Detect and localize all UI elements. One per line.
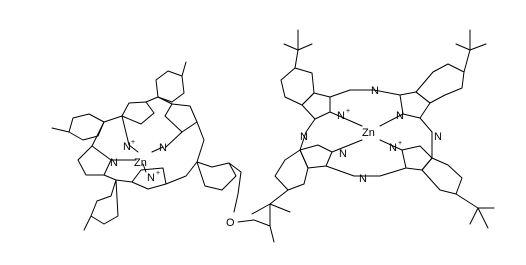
pc-n-zn-3 xyxy=(331,139,363,153)
n-label-pc-bottom: N xyxy=(359,173,367,185)
tbu-top-right xyxy=(463,49,471,73)
o-ch2-bridge xyxy=(253,219,275,243)
n-bond-a xyxy=(121,115,130,146)
zn-label-left: Zn xyxy=(134,157,147,169)
n-label-left-2: N xyxy=(159,142,167,154)
n-zn-bond-2 xyxy=(151,146,164,153)
n-plus-pc-inner-1: + xyxy=(346,108,350,115)
benzo-ring-bottom-right xyxy=(421,157,463,195)
ch2-o-linker xyxy=(228,162,242,213)
benzo-ring-bottom-left xyxy=(274,149,309,191)
n-label-pc-top: N xyxy=(371,85,379,97)
n-bond-b xyxy=(165,131,183,148)
n-plus-pc-inner-4: + xyxy=(398,140,402,147)
meso-bridge-bottom-left xyxy=(103,174,133,183)
n-label-pc-inner-4: N xyxy=(389,142,397,154)
n-label-pc-inner-2: N xyxy=(396,110,404,122)
pc-n-zn-1 xyxy=(329,111,363,127)
zn-label-right: Zn xyxy=(362,127,375,139)
n-label-pc-inner-3: N xyxy=(339,148,347,160)
tbu-top-left xyxy=(294,49,299,69)
tolyl-ring-left xyxy=(68,113,105,141)
isoindole-bottom-left xyxy=(299,144,333,169)
aza-bridge-right xyxy=(419,117,433,159)
pyrrole-ring-right xyxy=(164,103,198,133)
methyl-top xyxy=(181,61,187,77)
n-label-pc-right: N xyxy=(434,131,442,143)
tbu-bottom-right xyxy=(455,193,479,209)
isoindole-top-right xyxy=(399,91,431,119)
pyrrole-ring-top xyxy=(121,101,155,125)
aza-bridge-left xyxy=(299,118,316,151)
tbu-top-right-branches xyxy=(455,43,487,51)
cme2-methyls xyxy=(251,203,291,215)
porphyrin-fragment: Zn N + N N N + xyxy=(51,61,242,231)
n-label-pc-inner-1: N xyxy=(337,110,345,122)
isoindole-top-left xyxy=(301,92,331,120)
n-plus-left-1: + xyxy=(131,139,135,146)
pyrrole-ring-left xyxy=(77,145,112,176)
n-label-pc-left: N xyxy=(300,131,308,143)
n-zn-bond-3 xyxy=(142,163,147,173)
benzo-ring-top-left xyxy=(280,67,315,106)
isoindole-bottom-right xyxy=(401,145,433,171)
methyl-bottom xyxy=(83,215,92,231)
meso-bridge-right xyxy=(165,161,198,185)
meso-bridge-right-upper xyxy=(196,121,205,163)
aza-bridge-bottom xyxy=(325,165,407,177)
n-label-left-4: N xyxy=(147,172,155,184)
phthalocyanine-fragment: Zn N N N N N + N N N + xyxy=(251,29,495,243)
o-label: O xyxy=(226,217,235,229)
pc-n-zn-2 xyxy=(379,113,404,127)
n-plus-left-4: + xyxy=(156,170,160,177)
tbu-bottom-right-down xyxy=(477,207,489,229)
benzo-ring-top-right xyxy=(415,63,465,104)
n-zn-bond-1 xyxy=(128,144,139,153)
o-right-bond xyxy=(237,219,255,223)
phenyl-ring-right xyxy=(196,161,237,191)
pc-n-zn-4 xyxy=(379,139,403,151)
meso-bridge-left xyxy=(91,115,123,147)
n-label-left-1: N xyxy=(123,141,131,153)
aza-bridge-top xyxy=(329,89,401,98)
pyrrole-ring-bottom xyxy=(131,167,167,190)
tolyl-ring-bottom xyxy=(90,179,119,225)
n-label-left-3: N xyxy=(110,157,118,169)
methyl-left xyxy=(51,127,70,133)
tolyl-ring-top xyxy=(155,70,185,103)
